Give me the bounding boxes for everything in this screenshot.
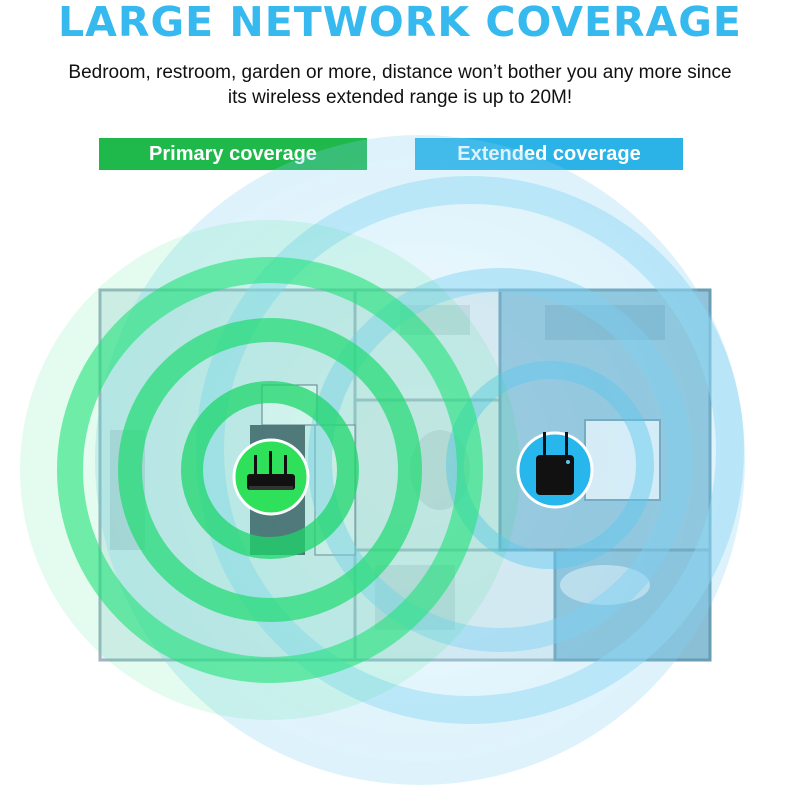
subtitle-text: Bedroom, restroom, garden or more, dista… [68, 62, 732, 108]
extender-icon [516, 431, 594, 509]
page-title: LARGE NETWORK COVERAGE [58, 0, 742, 46]
router-icon [232, 438, 310, 516]
